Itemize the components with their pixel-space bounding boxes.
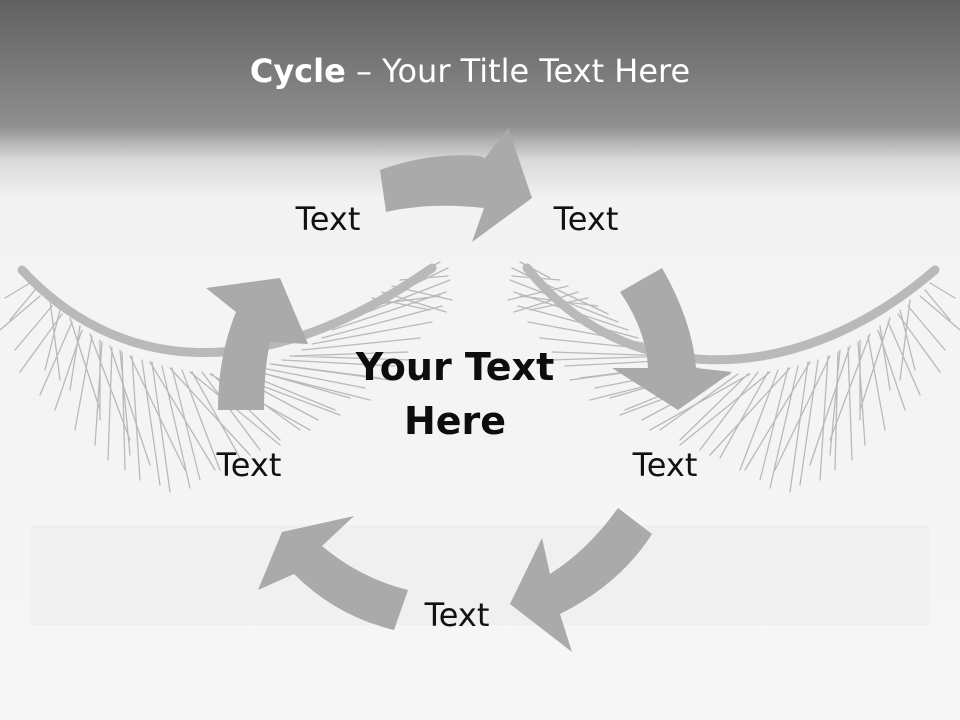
cycle-label-top-right: Text [553, 200, 619, 238]
slide-title: Cycle – Your Title Text Here [0, 52, 940, 90]
title-rest: – Your Title Text Here [345, 52, 691, 90]
arrow-top [380, 128, 532, 242]
cycle-label-bottom: Text [424, 596, 490, 634]
arrow-bottom [258, 516, 408, 630]
arrow-right-upper [612, 268, 732, 410]
cycle-label-top-left: Text [295, 200, 361, 238]
cycle-arrows [206, 128, 732, 652]
center-text-line2: Here [403, 399, 507, 443]
title-bold: Cycle [249, 52, 346, 90]
arrow-right-lower [510, 508, 652, 652]
cycle-label-right: Text [632, 446, 698, 484]
reflection-band [30, 525, 930, 625]
center-text: Your Text Here [330, 340, 580, 448]
cycle-label-left: Text [216, 446, 282, 484]
arrow-left [206, 278, 308, 410]
center-text-line1: Your Text [355, 345, 555, 389]
